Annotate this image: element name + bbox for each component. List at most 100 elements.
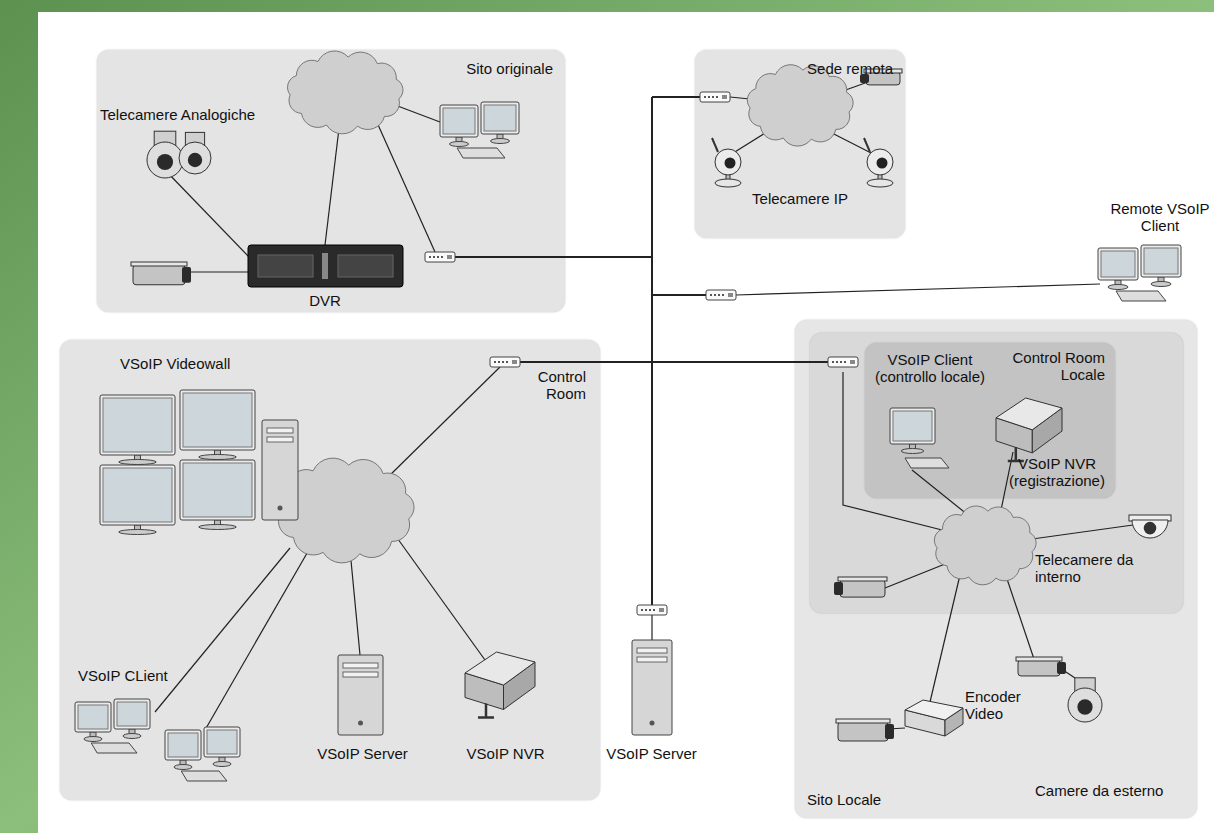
router-icon (429, 256, 431, 258)
monitor-icon (901, 449, 924, 454)
network-wire (885, 562, 950, 588)
monitor-icon (484, 105, 516, 131)
ip-camera-icon (712, 138, 741, 187)
monitor-icon (84, 737, 102, 742)
router-icon (490, 357, 520, 367)
nvr-icon (478, 704, 494, 718)
network-wire (375, 118, 435, 252)
router-icon (645, 609, 647, 611)
camera-icon (838, 577, 887, 581)
router-icon (840, 361, 842, 363)
monitor-icon (75, 702, 111, 732)
dvr-icon (258, 255, 313, 277)
network-wire (395, 105, 440, 122)
monitor-icon (1141, 245, 1181, 287)
camera-icon (1016, 657, 1062, 661)
monitor-icon (123, 734, 141, 739)
device-label: VSoIP NVR (registrazione) (1003, 455, 1111, 490)
camera-icon (864, 69, 902, 73)
monitor-icon (174, 765, 192, 770)
network-cloud (288, 51, 403, 134)
monitor-icon (168, 733, 198, 757)
network-wire (205, 548, 310, 730)
network-wire (651, 97, 653, 612)
server-icon (637, 648, 667, 653)
keyboard-icon (457, 148, 505, 158)
network-cloud (288, 51, 403, 134)
monitor-icon (893, 411, 932, 441)
monitor-icon (204, 727, 240, 767)
device-label: Camere da esterno (1035, 782, 1200, 799)
monitor-icon (119, 530, 157, 535)
nvr-icon (996, 398, 1062, 430)
server-icon (262, 420, 298, 520)
router-icon (506, 361, 508, 363)
router-icon (712, 96, 714, 98)
server-icon (637, 657, 667, 662)
network-wire (520, 362, 652, 363)
keyboard-icon (91, 743, 137, 753)
monitor-icon (103, 398, 172, 452)
camera-icon (1018, 660, 1060, 676)
ip-camera-icon (867, 179, 893, 187)
network-wire (1005, 573, 1035, 662)
device-label: Encoder Video (965, 688, 1031, 723)
white-ground (38, 12, 1214, 833)
camera-icon (838, 722, 888, 741)
router-icon (828, 357, 858, 367)
monitor-icon (78, 705, 108, 729)
monitor-icon (119, 460, 157, 465)
camera-icon (860, 74, 869, 83)
network-wire (165, 170, 250, 258)
network-wire (912, 470, 968, 515)
dvr-icon (248, 245, 403, 287)
ptz-camera-icon (179, 132, 211, 174)
router-icon (714, 294, 716, 296)
router-icon (836, 361, 838, 363)
network-wire (395, 535, 485, 660)
panel-title: Sito originale (393, 60, 553, 77)
keyboard-icon (1116, 291, 1166, 301)
panel-title: Sito Locale (807, 791, 957, 808)
panel-title: Control Room Locale (993, 349, 1105, 384)
camera-icon (1016, 657, 1066, 676)
camera-icon (840, 580, 885, 597)
device-label: VSoIP CLient (78, 667, 208, 684)
monitor-icon (1098, 248, 1138, 290)
dome-camera-icon (1129, 515, 1171, 538)
router-icon (716, 96, 718, 98)
dome-camera-icon (1144, 522, 1157, 535)
router-icon (447, 255, 452, 259)
camera-icon (834, 577, 887, 597)
ptz-camera-icon (179, 142, 211, 174)
monitor-icon (1141, 245, 1181, 277)
monitor-icon (100, 395, 175, 465)
ptz-camera-icon (1068, 678, 1102, 722)
monitor-icon (481, 102, 519, 144)
network-cloud (747, 65, 853, 146)
router-icon (437, 256, 439, 258)
network-wire (455, 256, 652, 258)
ptz-camera-icon (147, 131, 183, 178)
monitor-icon (199, 455, 237, 460)
monitor-icon (114, 699, 150, 729)
router-icon (649, 609, 651, 611)
router-icon (441, 256, 443, 258)
device-label: DVR (295, 292, 355, 309)
router-icon (706, 290, 736, 300)
camera-icon (131, 262, 187, 266)
server-icon (343, 672, 378, 677)
camera-icon (131, 262, 191, 285)
router-icon (718, 294, 720, 296)
monitor-icon (180, 390, 255, 460)
camera-icon (885, 724, 894, 739)
panel-title: Sede remota (743, 60, 893, 77)
monitor-icon (100, 465, 175, 535)
encoder-icon (905, 700, 963, 720)
network-wire (736, 284, 1100, 295)
monitor-icon (1101, 251, 1135, 277)
server-icon (267, 428, 293, 433)
ip-camera-icon (864, 138, 893, 187)
network-wire (325, 120, 340, 245)
network-wire (350, 550, 360, 655)
